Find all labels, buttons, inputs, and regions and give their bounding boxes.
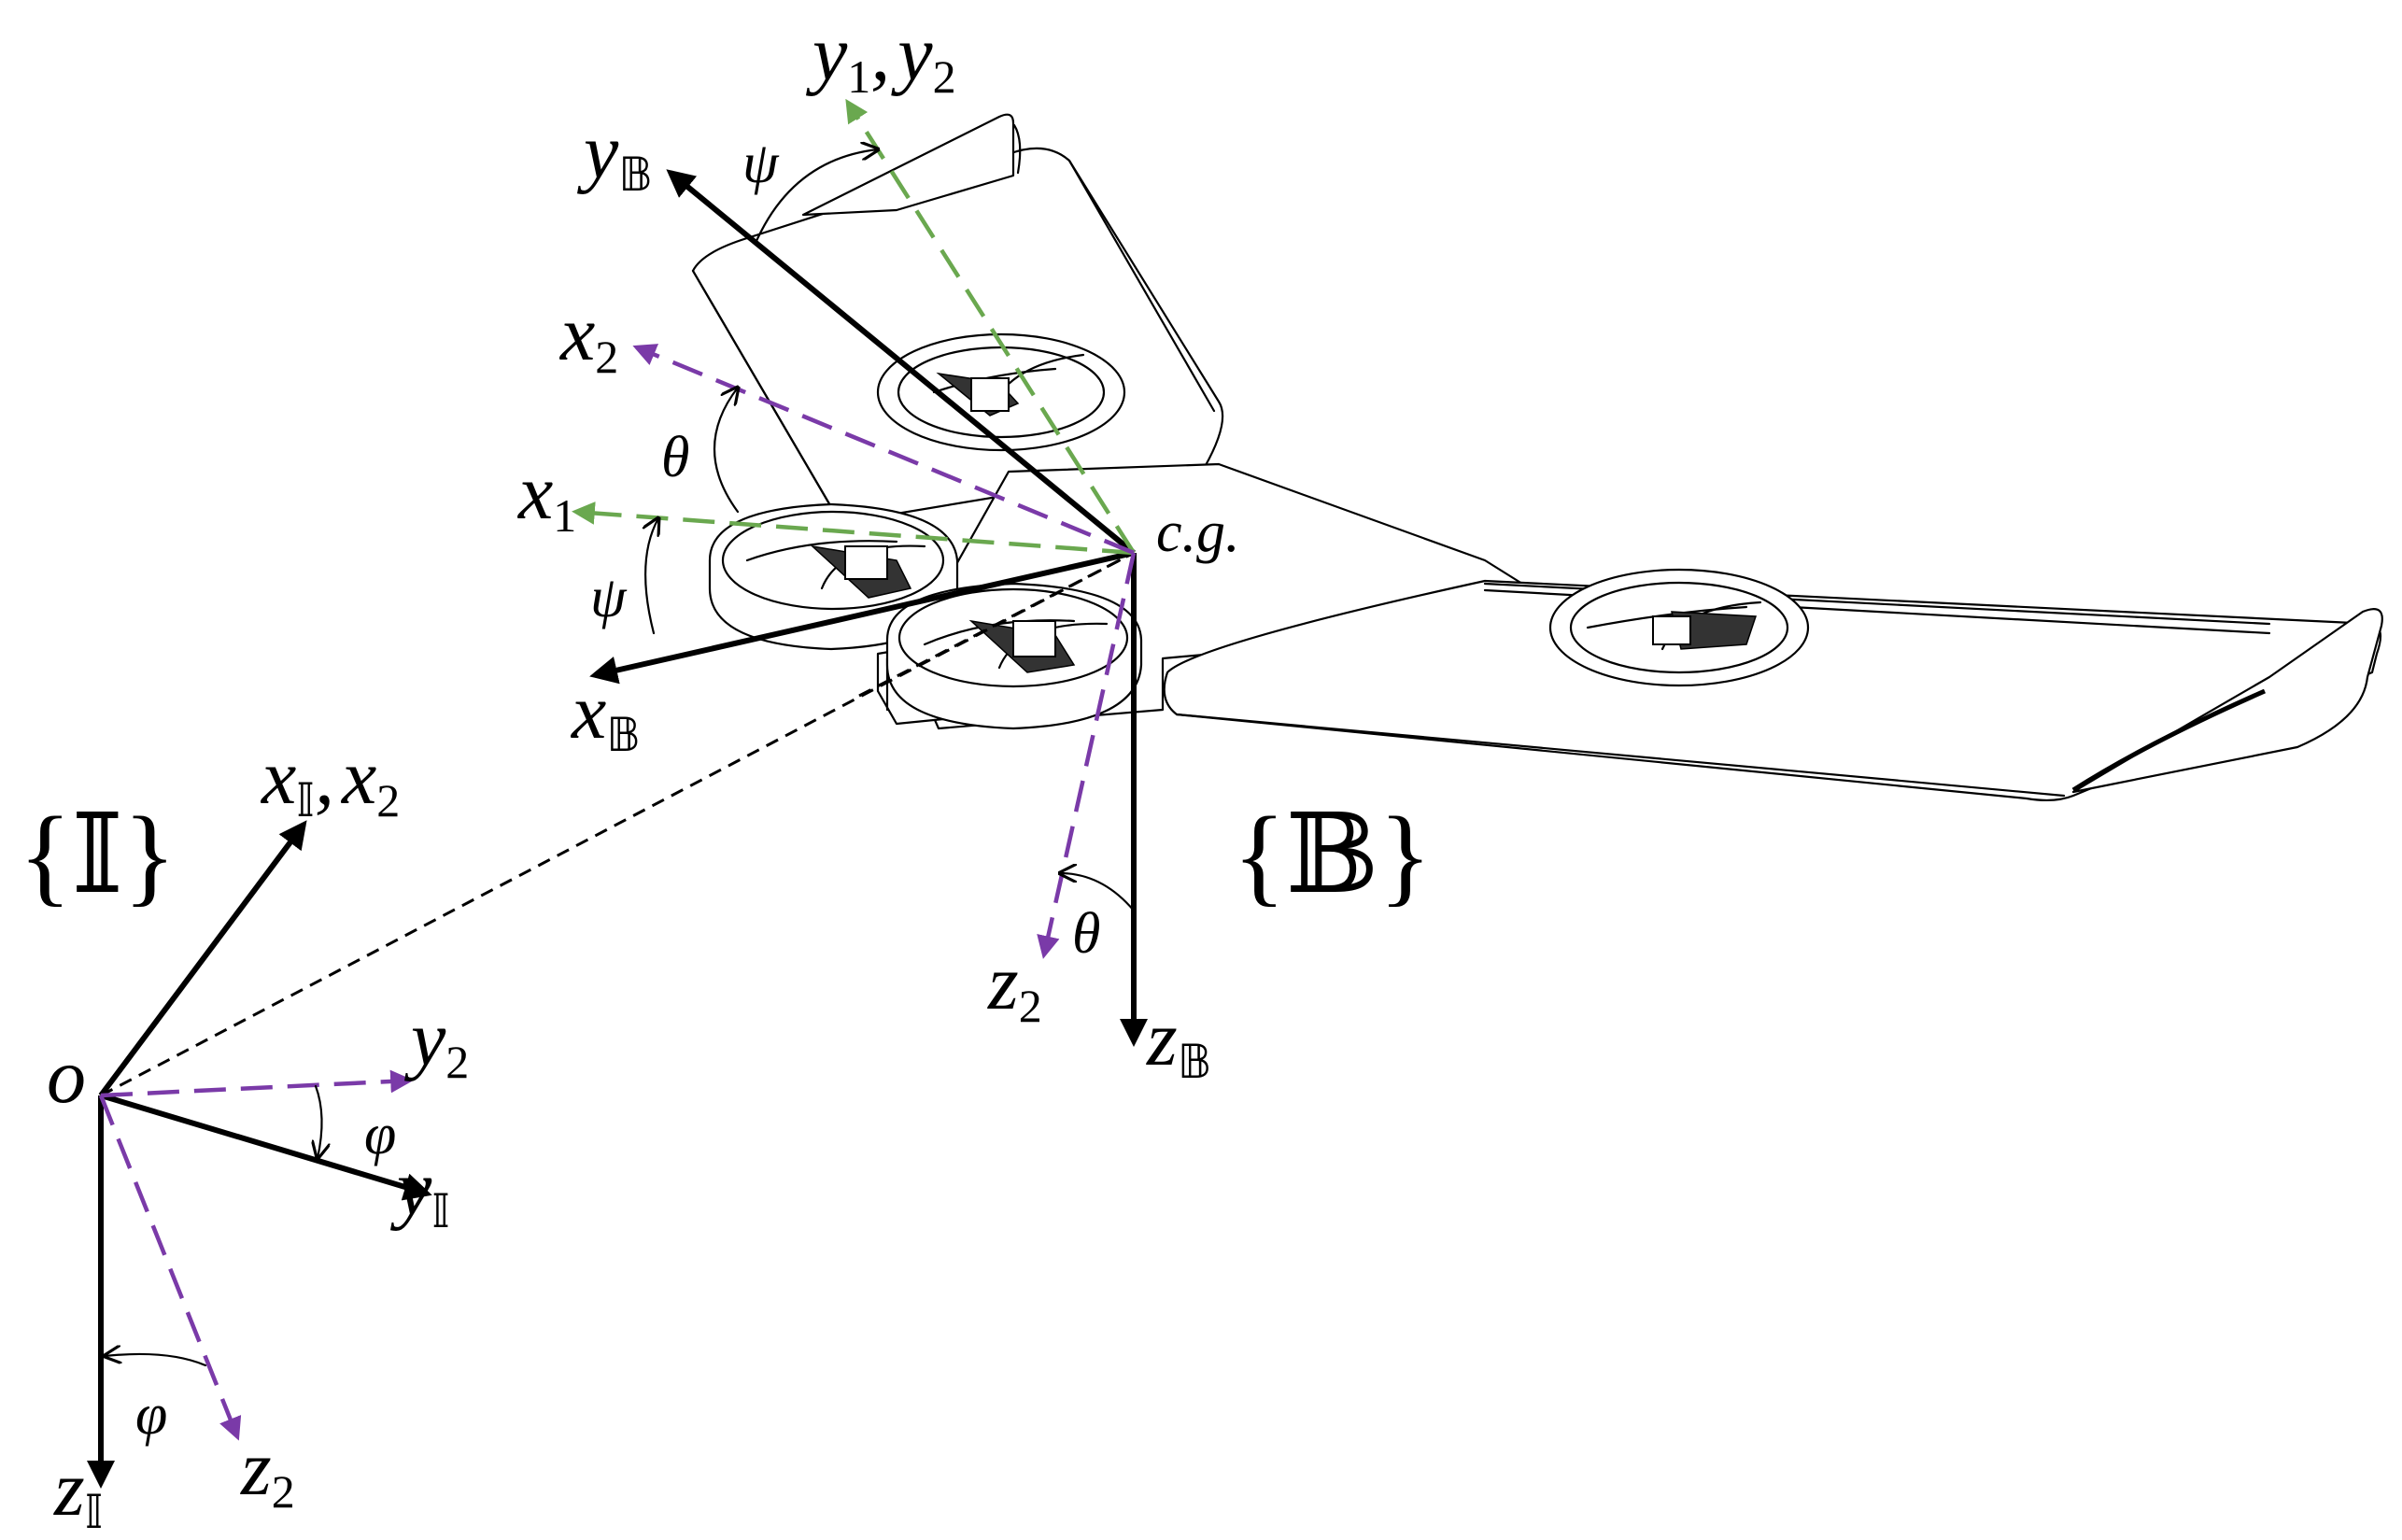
- rotor-right: [1548, 568, 1810, 687]
- aircraft-drawing: [691, 113, 2383, 802]
- label-phi-y: φ: [364, 1103, 396, 1166]
- origin-label: o: [47, 1033, 86, 1120]
- label-phi-z: φ: [135, 1383, 167, 1447]
- axis-z2-inertial: [98, 1095, 242, 1441]
- inertial-frame: [87, 551, 1135, 1489]
- axis-x-inertial: [98, 820, 307, 1097]
- axis-z2-purple: [1037, 552, 1137, 959]
- label-y1-y2: y1,y2: [805, 10, 956, 103]
- axis-y-inertial: [100, 1093, 432, 1201]
- label-theta-bottom: θ: [1072, 902, 1100, 966]
- right-winglet-edge: [2071, 688, 2267, 793]
- inertial-frame-label: {𝕀}: [19, 794, 176, 916]
- label-psi-left: ψ: [590, 566, 628, 629]
- label-x2-body: x2: [558, 290, 618, 383]
- theta-arc-left: [714, 388, 738, 514]
- label-x1: x1: [516, 449, 576, 542]
- axis-y-body: [666, 169, 1136, 556]
- label-psi-top: ψ: [742, 132, 780, 195]
- left-wing-leading-edge: [691, 269, 842, 525]
- label-y2-inertial: y2: [403, 996, 469, 1088]
- labels: {𝕀} {𝔹} o c.g. x𝕀,x2 y2 y𝕀 φ φ z𝕀 z2 y1,…: [19, 10, 1432, 1539]
- rotor-top: [876, 332, 1126, 452]
- label-y-inertial: y𝕀: [389, 1145, 450, 1238]
- label-z-body: z𝔹: [1146, 996, 1211, 1089]
- right-wing-trailing-edge: [1175, 713, 2066, 798]
- body-frame: [572, 98, 1148, 1047]
- body-frame-label: {𝔹}: [1233, 794, 1432, 916]
- label-z-inertial: z𝕀: [53, 1446, 103, 1535]
- psi-arc-top: [755, 149, 878, 243]
- axis-y2-inertial: [100, 1069, 414, 1098]
- rotor-front: [885, 582, 1143, 730]
- label-z2-body: z2: [987, 940, 1042, 1032]
- label-z2-inertial: z2: [240, 1425, 295, 1518]
- label-y-body: y𝔹: [576, 108, 653, 202]
- phi-arc-y: [316, 1084, 322, 1158]
- phi-arc-z: [105, 1354, 207, 1367]
- psi-arc-left: [645, 518, 658, 635]
- axis-x2-purple: [632, 344, 1135, 556]
- left-wing-fold-line: [1067, 159, 1216, 413]
- axis-y1-green: [845, 98, 1136, 555]
- cg-label: c.g.: [1156, 501, 1240, 564]
- axis-x-body: [589, 550, 1135, 685]
- left-winglet-edge: [1012, 123, 1022, 175]
- left-winglet: [801, 113, 1015, 217]
- label-theta-left: θ: [661, 426, 689, 489]
- theta-arc-bottom: [1060, 873, 1136, 912]
- label-x-body: x𝔹: [570, 669, 641, 762]
- position-vector-overlap: [858, 551, 1135, 698]
- label-x-inertial-x2: x𝕀,x2: [260, 734, 400, 827]
